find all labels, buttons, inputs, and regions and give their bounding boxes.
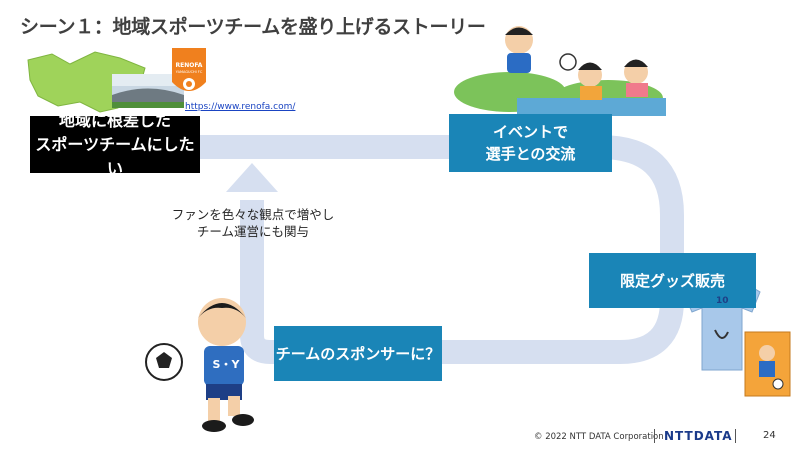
player-card-icon <box>744 331 791 397</box>
goal-line-1: 地域に根差した <box>58 110 171 130</box>
event-box: イベントで 選手との交流 <box>449 114 612 172</box>
footer-divider <box>654 429 655 443</box>
up-arrow-icon <box>226 163 278 192</box>
sponsor-box: チームのスポンサーに？ <box>274 326 442 381</box>
note-line-1: ファンを色々な観点で増やし <box>171 207 335 222</box>
page-number: 24 <box>763 430 776 441</box>
logo-subtext: YAMAGUCHI FC <box>175 70 203 74</box>
copyright: © 2022 NTT DATA Corporation <box>534 432 664 442</box>
goods-box: 限定グッズ販売 <box>589 253 756 308</box>
nttdata-logo: NTTDATA <box>664 429 733 443</box>
page-title: シーン１：地域スポーツチームを盛り上げるストーリー <box>20 16 486 38</box>
renofa-logo-icon <box>172 48 206 91</box>
jersey-number: 10 <box>716 296 729 306</box>
goal-line-2: スポーツチームにしたい <box>35 134 195 178</box>
goal-box: 地域に根差した スポーツチームにしたい <box>30 111 200 178</box>
footer-divider <box>735 429 736 443</box>
fans-illustration <box>454 26 666 116</box>
soccer-ball-icon <box>559 53 577 71</box>
player-shirt-text: S・Y <box>212 358 240 371</box>
player-illustration <box>145 298 254 432</box>
event-line-2: 選手との交流 <box>485 145 576 163</box>
note-line-2: チーム運営にも関与 <box>196 224 310 239</box>
stadium-photo <box>112 74 184 108</box>
flow-loop <box>200 135 684 364</box>
logo-text: RENOFA <box>175 62 203 69</box>
renofa-url-link[interactable]: https://www.renofa.com/ <box>185 102 296 112</box>
event-line-1: イベントで <box>492 123 568 141</box>
fan-note: ファンを色々な観点で増やし チーム運営にも関与 <box>158 206 348 240</box>
